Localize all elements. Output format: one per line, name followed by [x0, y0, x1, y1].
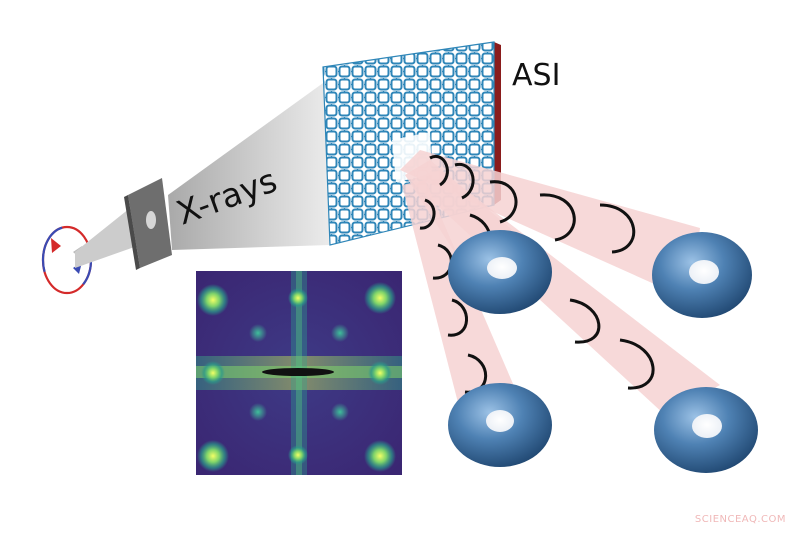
x-ray-beam — [168, 78, 330, 250]
pinhole-aperture-icon — [124, 178, 172, 270]
incident-beam — [75, 200, 140, 268]
orbital-angular-momentum-torus-icon — [448, 230, 552, 314]
orbital-angular-momentum-torus-icon — [448, 383, 552, 467]
watermark: SCIENCEAQ.COM — [694, 514, 786, 525]
orbital-angular-momentum-torus-icon — [654, 387, 758, 473]
orbital-angular-momentum-torus-icon — [652, 232, 752, 318]
sample-label: ASI — [512, 58, 560, 93]
diffraction-pattern-image — [196, 271, 402, 475]
